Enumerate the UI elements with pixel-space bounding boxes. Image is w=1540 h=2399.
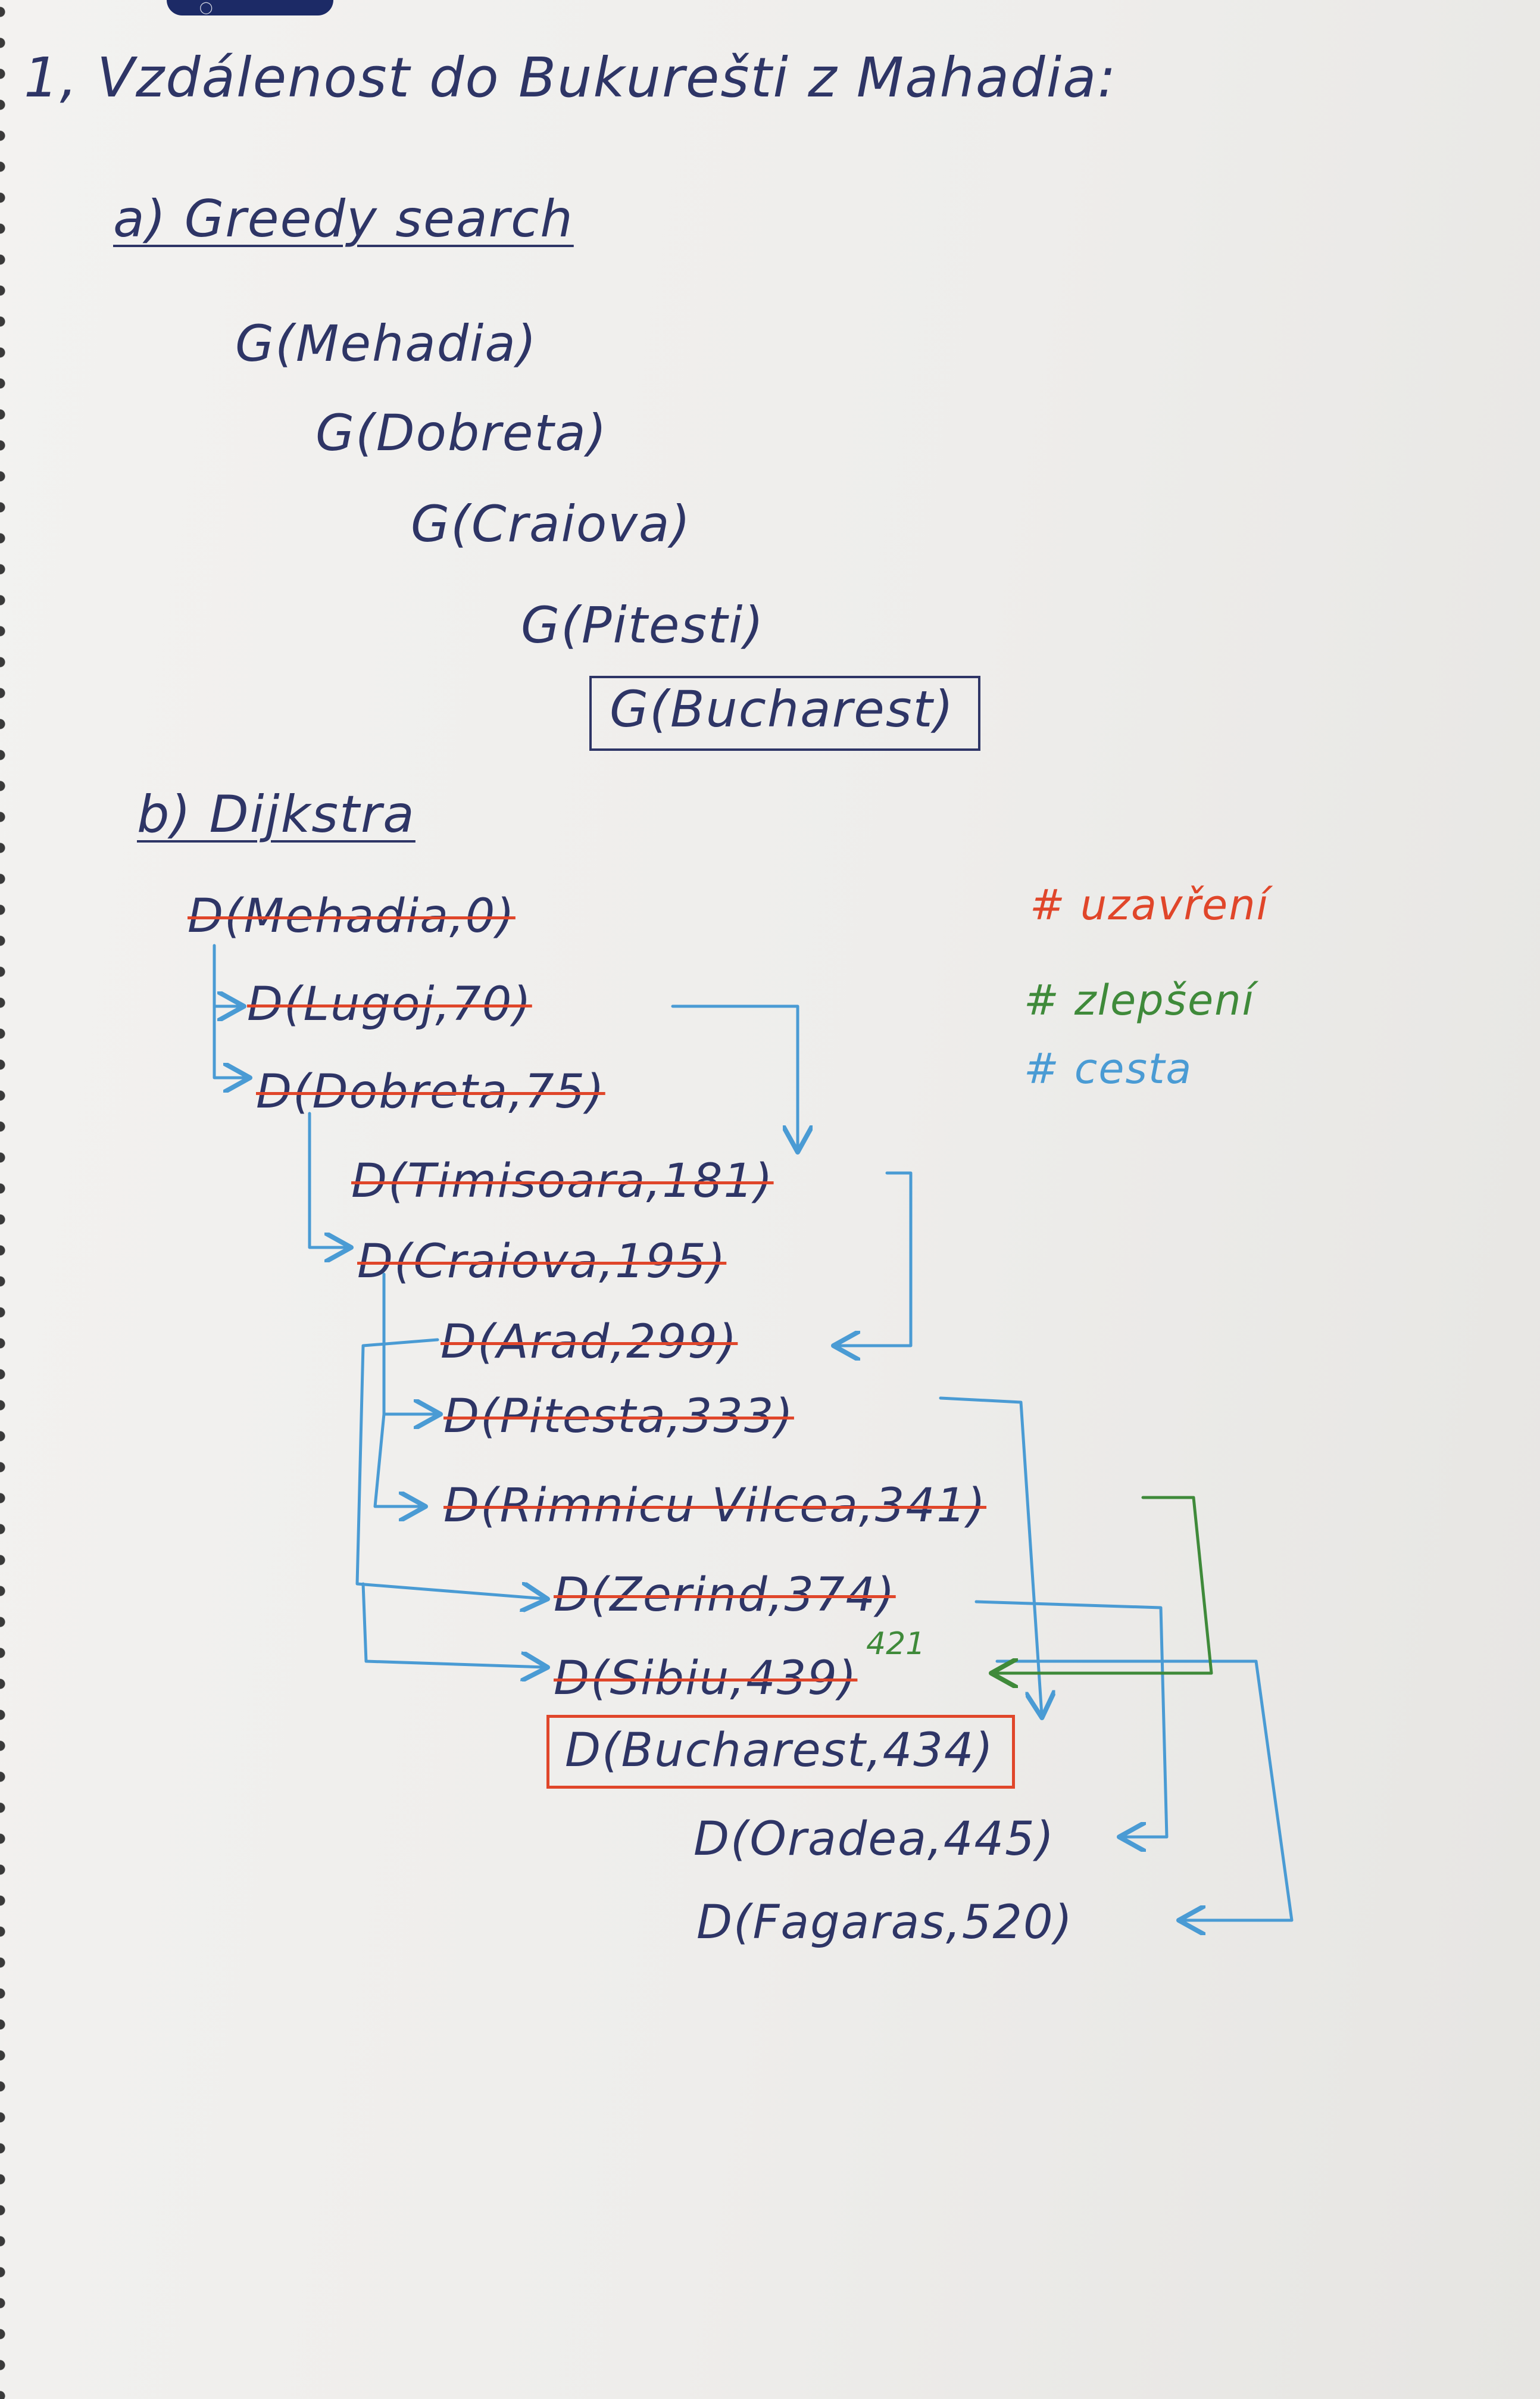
- dijkstra-node-dobreta: D(Dobreta,75): [256, 1065, 605, 1119]
- dijkstra-heading: b) Dijkstra: [137, 785, 416, 844]
- binder-tab: ◯: [167, 0, 333, 15]
- sibiu-correction: 421: [866, 1626, 926, 1662]
- arrow-mehadia-dobreta: [213, 1004, 247, 1078]
- greedy-result-box: G(Bucharest): [589, 676, 981, 751]
- dijkstra-node-pitesta: D(Pitesta,333): [443, 1390, 794, 1443]
- legend-closed-marker: #: [1030, 881, 1066, 929]
- dijkstra-node-arad: D(Arad,299): [441, 1315, 738, 1369]
- arrow-sibiu-fagaras: [995, 1659, 1294, 1920]
- legend-path: # cesta: [1024, 1048, 1192, 1090]
- arrow-rimnicu-sibiu-improved: [994, 1496, 1213, 1673]
- arrow-arad-sibiu: [361, 1582, 545, 1667]
- greedy-step-4: G(Pitesti): [521, 596, 765, 654]
- dijkstra-node-lugoj: D(Lugoj,70): [247, 978, 532, 1031]
- arrow-craiova-rimnicu: [373, 1412, 423, 1506]
- arrow-pitesta-bucharest: [939, 1396, 1042, 1715]
- legend-path-label: cesta: [1074, 1044, 1193, 1093]
- dijkstra-node-sibiu: D(Sibiu,439): [554, 1652, 858, 1705]
- dijkstra-node-timisoara: D(Timisoara,181): [351, 1155, 774, 1208]
- spiral-binding: [0, 0, 12, 2399]
- greedy-step-1: G(Mehadia): [235, 314, 538, 373]
- legend-improved-label: zlepšení: [1074, 976, 1255, 1025]
- legend-improved: # zlepšení: [1024, 979, 1255, 1021]
- arrow-lugoj-timisoara: [671, 1004, 798, 1149]
- legend-closed: # uzavření: [1030, 884, 1269, 926]
- legend-path-marker: #: [1024, 1044, 1060, 1093]
- arrow-mehadia-lugoj: [213, 944, 241, 1006]
- arrow-dobreta-craiova: [308, 1112, 348, 1247]
- dijkstra-node-fagaras: D(Fagaras,520): [696, 1896, 1074, 1949]
- dijkstra-node-craiova: D(Craiova,195): [357, 1235, 727, 1289]
- binder-tab-glyph: ◯: [199, 0, 213, 14]
- page-title: 1, Vzdálenost do Bukurešti z Mahadia:: [24, 46, 1117, 110]
- greedy-step-3: G(Craiova): [411, 495, 692, 553]
- arrow-timisoara-arad: [836, 1171, 913, 1346]
- arrow-arad-zerind: [355, 1338, 545, 1599]
- greedy-heading: a) Greedy search: [113, 189, 574, 249]
- dijkstra-result-box: D(Bucharest,434): [546, 1715, 1015, 1789]
- legend-improved-marker: #: [1024, 976, 1060, 1025]
- greedy-step-2: G(Dobreta): [316, 404, 608, 462]
- dijkstra-node-oradea: D(Oradea,445): [694, 1812, 1055, 1866]
- dijkstra-node-zerind: D(Zerind,374): [554, 1568, 896, 1622]
- dijkstra-node-rimnicu-vilcea: D(Rimnicu Vilcea,341): [443, 1479, 987, 1533]
- arrow-zerind-oradea: [974, 1600, 1169, 1837]
- dijkstra-node-mehadia: D(Mehadia,0): [188, 890, 516, 943]
- legend-closed-label: uzavření: [1080, 881, 1270, 929]
